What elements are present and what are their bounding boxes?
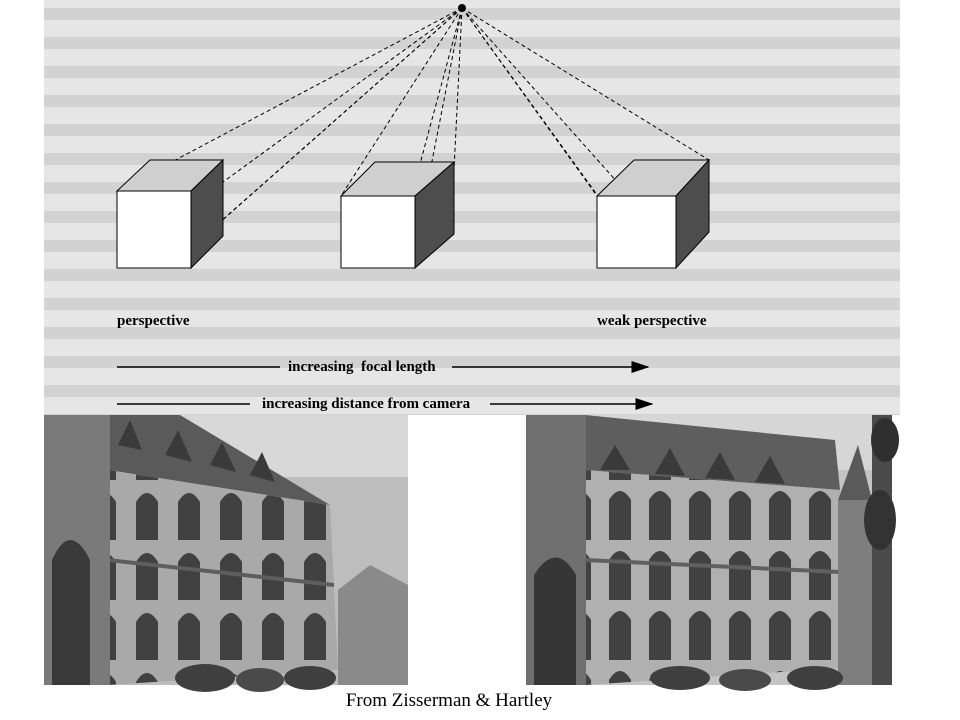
photo-weak-perspective bbox=[526, 415, 899, 691]
label-perspective: perspective bbox=[117, 313, 190, 329]
vanishing-point bbox=[458, 4, 466, 12]
photo-perspective bbox=[44, 415, 408, 692]
label-increasing-focal-length: increasing focal length bbox=[288, 359, 436, 375]
cube-weak-perspective bbox=[595, 158, 711, 270]
cube-perspective bbox=[115, 158, 225, 270]
cube-middle bbox=[339, 160, 456, 270]
caption: From Zisserman & Hartley bbox=[345, 690, 553, 711]
label-increasing-distance: increasing distance from camera bbox=[262, 396, 471, 412]
label-weak-perspective: weak perspective bbox=[597, 313, 707, 329]
